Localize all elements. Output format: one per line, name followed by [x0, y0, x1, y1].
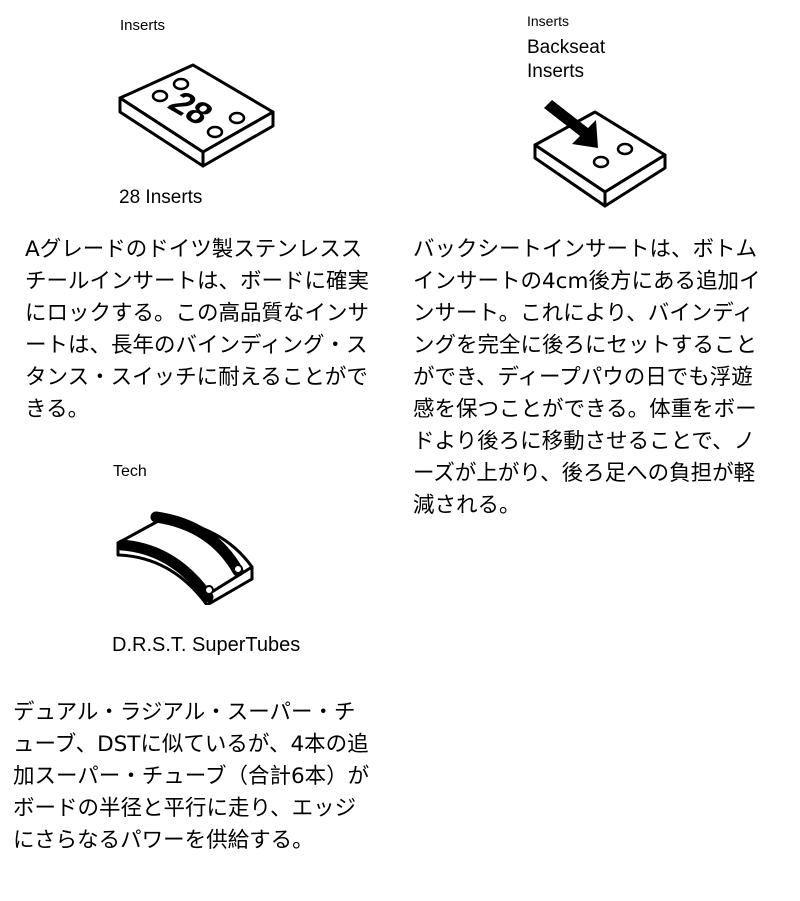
description-line: ドより後ろに移動させることで、ノ — [413, 429, 756, 454]
description-line: 加スーパー・チューブ（合計6本）が — [13, 764, 370, 789]
description-line: ートは、長年のバインディング・ス — [25, 333, 368, 358]
supertubes-illustration — [116, 511, 254, 605]
description-line: タンス・スイッチに耐えることがで — [25, 365, 368, 390]
backseat-title-line: Backseat — [527, 37, 606, 58]
backseat-label: Inserts — [527, 13, 570, 29]
inserts-label: Inserts — [120, 17, 166, 34]
inserts-board-illustration: 28 — [118, 63, 275, 168]
description-line: ーズが上がり、後ろ足への負担が軽 — [413, 461, 756, 486]
description-line: バックシートインサートは、ボトム — [413, 237, 758, 262]
description-line: ューブ、DSTに似ているが、4本の追 — [13, 732, 369, 757]
description-line: ングを完全に後ろにセットすること — [413, 333, 758, 358]
backseat-board-illustration — [533, 100, 667, 208]
backseat-description: バックシートインサートは、ボトム インサートの4cm後方にある追加イ ンサート。… — [413, 234, 760, 522]
backseat-title: Backseat Inserts — [527, 36, 605, 84]
backseat-title-line: Inserts — [527, 61, 585, 82]
description-line: Aグレードのドイツ製ステンレスス — [25, 237, 363, 262]
description-line: インサートの4cm後方にある追加イ — [413, 269, 761, 294]
description-line: ンサート。これにより、バインディ — [413, 301, 754, 326]
description-line: にロックする。この高品質なインサ — [25, 301, 370, 326]
description-line: ボードの半径と平行に走り、エッジ — [13, 796, 357, 821]
tech-label: Tech — [113, 463, 147, 480]
description-line: 減される。 — [413, 493, 521, 518]
description-line: 感を保つことができる。体重をボー — [413, 397, 757, 422]
description-line: にさらなるパワーを供給する。 — [13, 828, 314, 853]
description-line: きる。 — [25, 397, 90, 422]
inserts-description: Aグレードのドイツ製ステンレスス チールインサートは、ボードに確実 にロックする… — [25, 234, 369, 426]
tech-caption: D.R.S.T. SuperTubes — [112, 634, 301, 656]
tech-description: デュアル・ラジアル・スーパー・チ ューブ、DSTに似ているが、4本の追 加スーパ… — [13, 697, 369, 857]
arrow-icon — [544, 100, 598, 148]
inserts-caption: 28 Inserts — [119, 187, 203, 208]
description-line: チールインサートは、ボードに確実 — [25, 269, 370, 294]
description-line: ができ、ディープパウの日でも浮遊 — [413, 365, 753, 390]
description-line: デュアル・ラジアル・スーパー・チ — [13, 700, 356, 725]
